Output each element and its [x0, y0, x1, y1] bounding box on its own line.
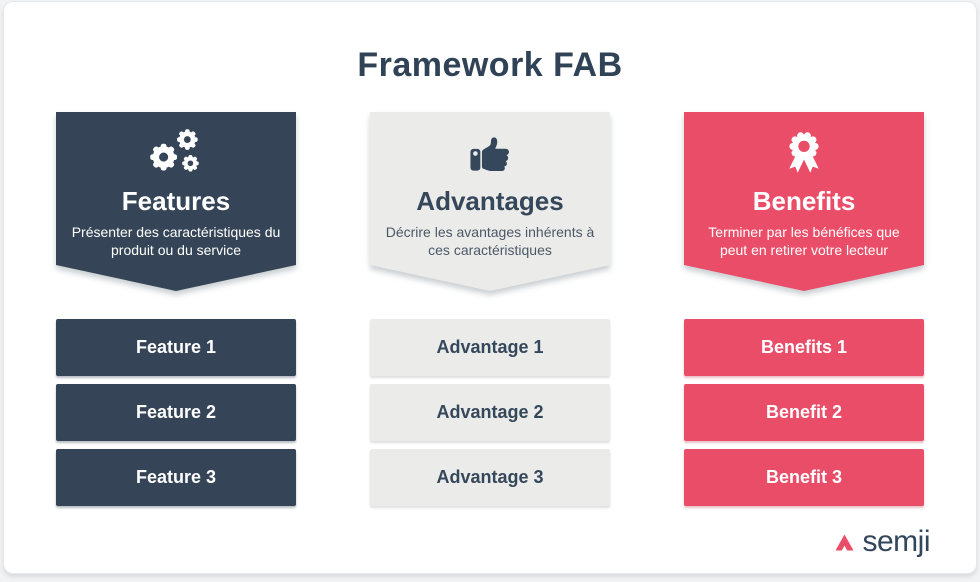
list-item: Advantage 2 [370, 384, 610, 441]
list-item: Benefit 3 [684, 449, 924, 506]
column-title: Advantages [416, 186, 564, 216]
column-subtitle: Présenter des caractéristiques du produi… [71, 223, 281, 258]
column-title: Benefits [752, 186, 856, 216]
features-banner-wrap: Features Présenter des caractéristiques … [56, 112, 296, 291]
column-subtitle: Décrire les avantages inhérents à ces ca… [385, 223, 595, 258]
features-banner: Features Présenter des caractéristiques … [56, 112, 296, 291]
page-title: Framework FAB [357, 46, 623, 84]
semji-logo-text: semji [862, 525, 930, 558]
thumbs-up-icon [370, 125, 610, 183]
semji-logo: semji [834, 525, 930, 559]
advantages-banner-wrap: Advantages Décrire les avantages inhéren… [370, 112, 610, 291]
benefits-rows: Benefits 1 Benefit 2 Benefit 3 [684, 319, 924, 506]
list-item: Benefit 2 [684, 384, 924, 441]
list-item: Feature 2 [56, 384, 296, 441]
column-benefits: Benefits Terminer par les bénéfices que … [684, 112, 924, 514]
advantages-rows: Advantage 1 Advantage 2 Advantage 3 [370, 319, 610, 506]
features-rows: Feature 1 Feature 2 Feature 3 [56, 319, 296, 506]
slide-canvas: Framework FAB [3, 1, 977, 574]
benefits-banner: Benefits Terminer par les bénéfices que … [684, 112, 924, 291]
award-icon [684, 125, 924, 183]
advantages-banner: Advantages Décrire les avantages inhéren… [370, 112, 610, 291]
column-subtitle: Terminer par les bénéfices que peut en r… [708, 223, 900, 258]
column-title: Features [121, 186, 231, 216]
benefits-banner-wrap: Benefits Terminer par les bénéfices que … [684, 112, 924, 291]
semji-logo-mark-icon [834, 533, 855, 552]
list-item: Advantage 1 [370, 319, 610, 376]
list-item: Feature 1 [56, 319, 296, 376]
list-item: Benefits 1 [684, 319, 924, 376]
column-features: Features Présenter des caractéristiques … [56, 112, 296, 514]
list-item: Advantage 3 [370, 449, 610, 506]
list-item: Feature 3 [56, 449, 296, 506]
columns-grid: Features Présenter des caractéristiques … [4, 112, 976, 514]
column-advantages: Advantages Décrire les avantages inhéren… [370, 112, 610, 514]
gears-icon [56, 125, 296, 183]
